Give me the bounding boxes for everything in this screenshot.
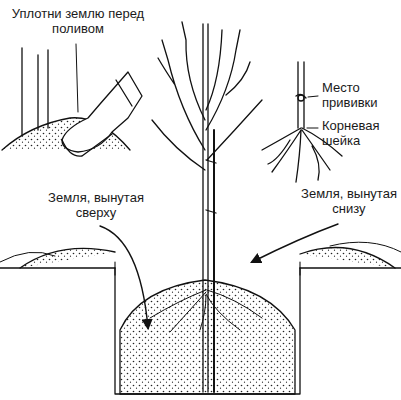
label-text: Земля, вынутая сверху — [36, 190, 156, 220]
label-text: Место прививки — [322, 80, 396, 110]
young-tree — [152, 22, 262, 392]
label-text: Корневая шейка — [322, 118, 396, 148]
compaction-inset — [2, 44, 142, 156]
ground — [0, 242, 401, 275]
soil-arrows — [100, 224, 338, 328]
label-text: Земля, вынутая снизу — [300, 186, 398, 216]
label-text: Уплотни землю перед поливом — [8, 6, 148, 36]
